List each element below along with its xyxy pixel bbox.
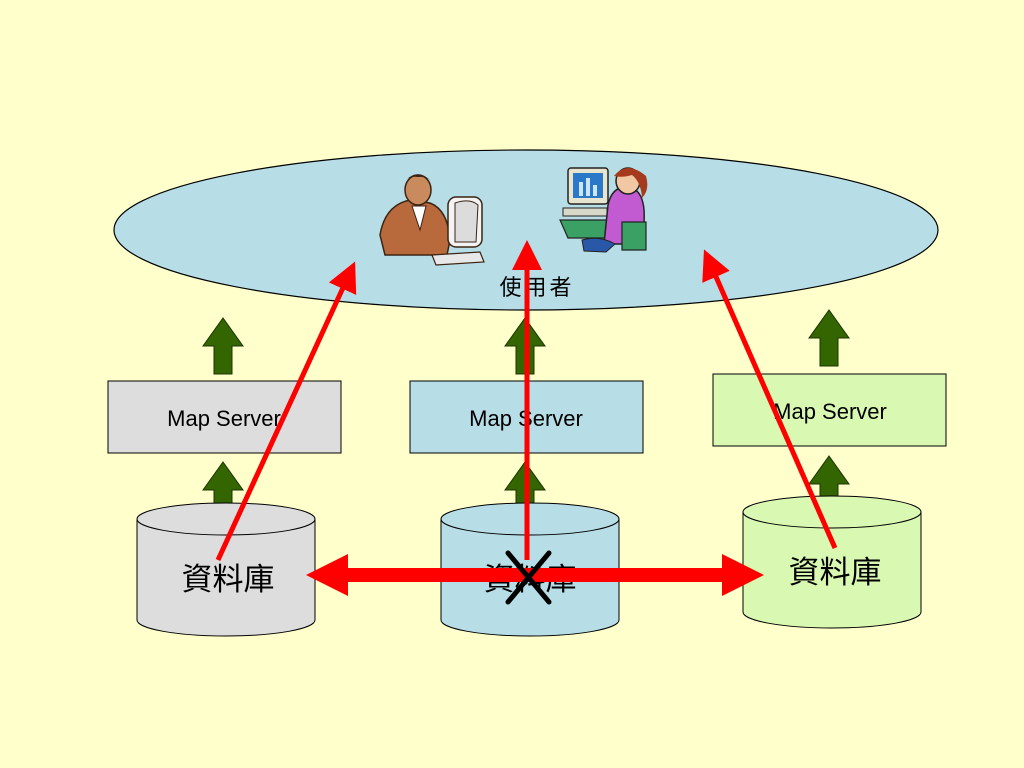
blocked-x-icon (505, 550, 552, 605)
server1-to-users-arrow (202, 317, 244, 375)
map-server-3: Map Server (712, 373, 947, 447)
db1-to-users-red-arrow (215, 261, 357, 562)
db3-to-users-red-arrow (702, 249, 838, 550)
server3-to-users-arrow (808, 309, 850, 367)
db1-db3-double-arrow (306, 554, 764, 596)
map-server-3-label: Map Server (773, 399, 887, 424)
database-3-label: 資料庫 (789, 555, 882, 591)
database-1-label: 資料庫 (182, 562, 275, 598)
users-label: 使用者 (499, 276, 574, 301)
database-1: 資料庫 (136, 502, 316, 637)
map-server-1: Map Server (107, 380, 342, 454)
map-server-1-label: Map Server (167, 406, 281, 431)
database-3: 資料庫 (742, 495, 922, 629)
businessman-at-computer-icon (379, 174, 485, 266)
woman-at-computer-icon (559, 167, 648, 253)
